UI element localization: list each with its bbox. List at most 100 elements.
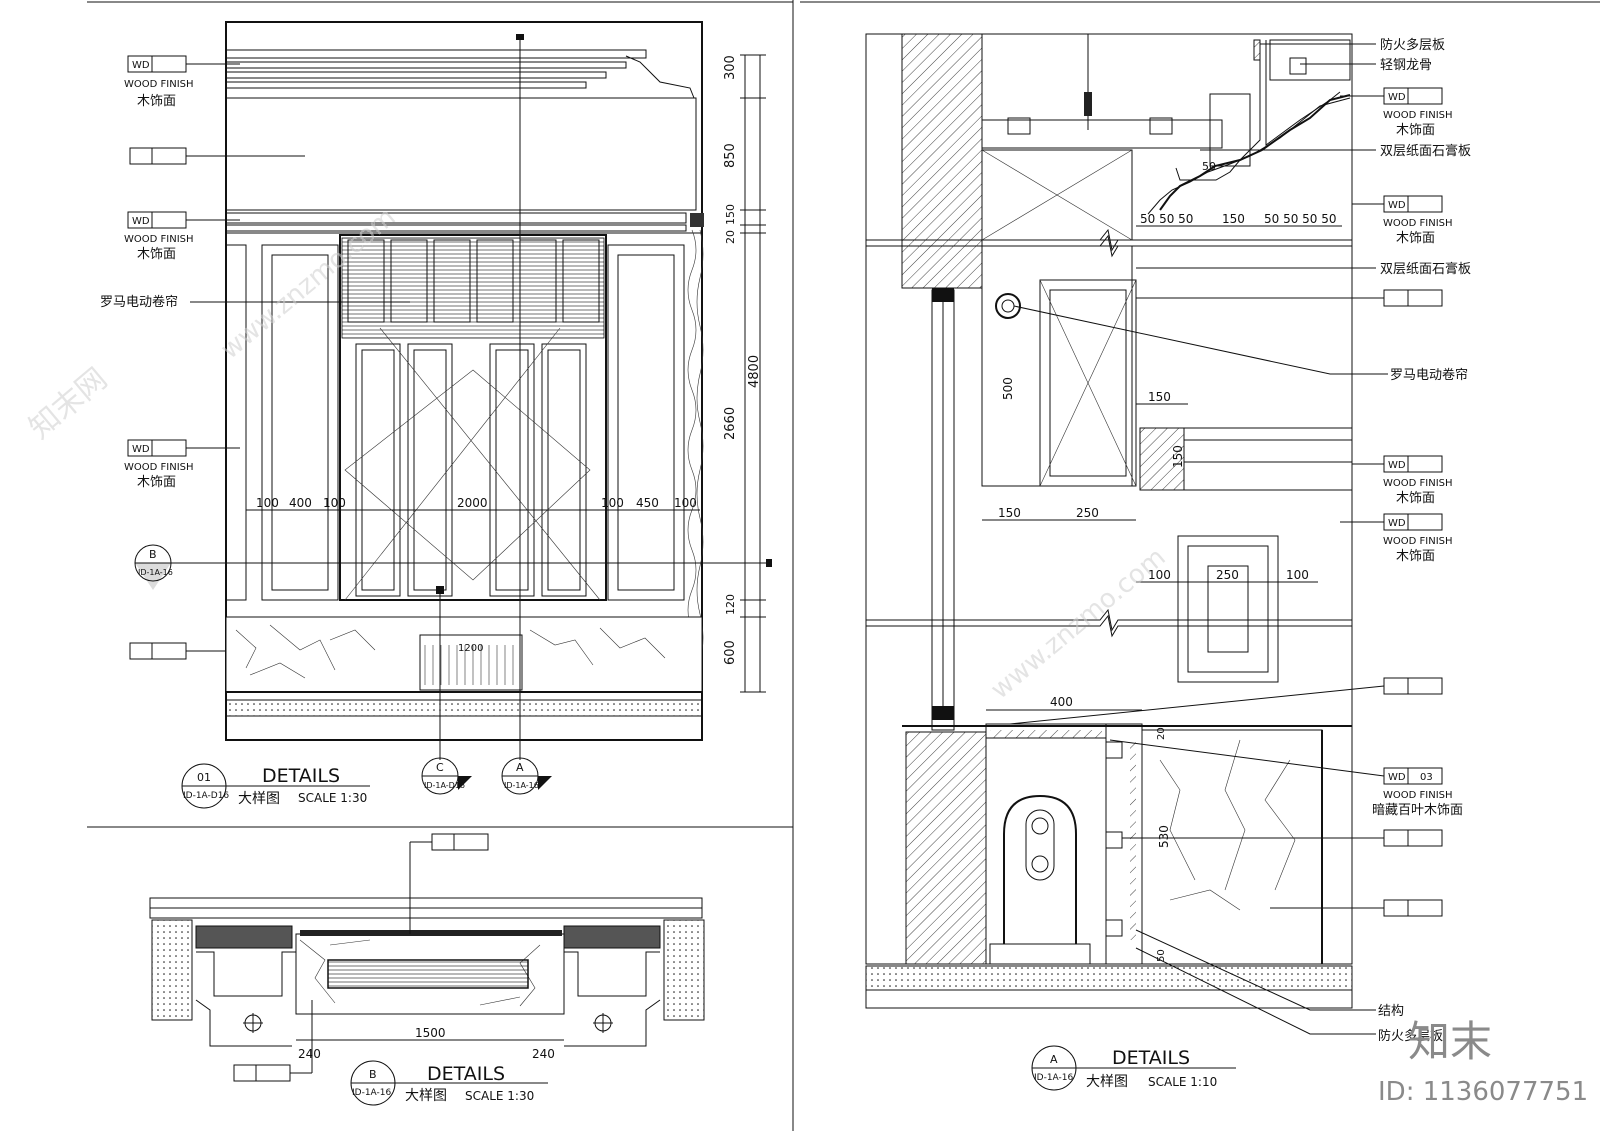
svg-text:SCALE 1:30: SCALE 1:30 [465, 1089, 534, 1103]
svg-text:WOOD FINISH: WOOD FINISH [1383, 478, 1453, 489]
svg-text:轻钢龙骨: 轻钢龙骨 [1380, 58, 1432, 73]
svg-text:WOOD FINISH: WOOD FINISH [1383, 218, 1453, 229]
svg-text:防火多层板: 防火多层板 [1378, 1028, 1443, 1044]
watermark-site-cn: 知末网 [23, 361, 114, 446]
note-structure: 结构 [1135, 929, 1404, 1019]
note-fire-board: 防火多层板 [1260, 37, 1445, 53]
svg-text:ID-1A-D16: ID-1A-D16 [424, 781, 465, 790]
dim-4800: 4800 [747, 355, 762, 388]
dim-a-100b: 100 [1286, 568, 1309, 582]
svg-text:WD: WD [132, 60, 150, 71]
view-title-a: A ID-1A-16 DETAILS 大样图 SCALE 1:10 [1031, 1045, 1236, 1091]
svg-text:WD: WD [132, 216, 150, 227]
svg-text:WD: WD [1388, 92, 1406, 103]
dim-600: 600 [723, 640, 738, 665]
svg-text:B: B [369, 1068, 377, 1081]
svg-text:结构: 结构 [1378, 1004, 1404, 1019]
section-marker-b: B ID-1A-16 [134, 544, 173, 590]
tag-wd-a1: WD WOOD FINISH 木饰面 [1340, 87, 1453, 138]
view-a-title: DETAILS [1112, 1047, 1190, 1069]
tag-wd-1: WD WOOD FINISH 木饰面 [124, 55, 240, 109]
dim-120: 120 [724, 594, 737, 615]
svg-text:SCALE 1:10: SCALE 1:10 [1148, 1075, 1217, 1089]
note-fire-layer: 防火多层板 [1135, 947, 1443, 1044]
tag-blank-a3 [1122, 829, 1443, 847]
dim-a-400: 400 [1050, 695, 1073, 709]
dim-100b: 100 [323, 496, 346, 510]
dim-a-row2: 50 50 50 50 [1264, 212, 1337, 226]
dim-a-50b: 50 [1156, 949, 1167, 962]
watermark-brand: 知末 [1408, 1017, 1492, 1066]
dim-300: 300 [723, 55, 738, 80]
dim-100c: 100 [601, 496, 624, 510]
tag-blank-b2 [233, 1000, 313, 1082]
tag-blank-a4 [1270, 899, 1443, 917]
dim-a-row: 50 50 50 [1140, 212, 1193, 226]
dim-1500: 1500 [415, 1026, 446, 1040]
tag-wd-a3: WD WOOD FINISH 木饰面 [1352, 455, 1453, 506]
watermark-id: ID: 1136077751 [1378, 1077, 1588, 1107]
elevation-01: 300 850 150 20 4800 2660 120 600 100 400… [100, 21, 772, 809]
svg-text:大样图: 大样图 [238, 791, 280, 807]
dim-a-50: 50 [1202, 160, 1216, 173]
svg-text:WOOD FINISH: WOOD FINISH [1383, 790, 1453, 801]
tag-roller-blind: 罗马电动卷帘 [100, 294, 410, 310]
dim-a-500: 500 [1001, 377, 1015, 400]
svg-text:WOOD FINISH: WOOD FINISH [124, 79, 194, 90]
svg-text:罗马电动卷帘: 罗马电动卷帘 [1390, 367, 1468, 383]
svg-text:木饰面: 木饰面 [1396, 549, 1435, 564]
svg-text:A: A [516, 761, 524, 774]
sheet-frame [87, 0, 1600, 1131]
dim-a-150b: 150 [1148, 390, 1171, 404]
dim-2660: 2660 [723, 407, 738, 440]
view-title-b: B ID-1A-16 DETAILS 大样图 SCALE 1:30 [350, 1060, 548, 1106]
dim-a-150: 150 [1222, 212, 1245, 226]
section-a: 50 50 50 50 150 50 50 50 50 500 150 150 … [865, 33, 1471, 1091]
svg-text:罗马电动卷帘: 罗马电动卷帘 [100, 294, 178, 310]
tag-blank-1 [129, 147, 305, 165]
dim-a-150d: 150 [998, 506, 1021, 520]
tag-wd-2: WD WOOD FINISH 木饰面 [124, 211, 240, 262]
note-double-gypsum-2: 双层纸面石膏板 [1136, 261, 1471, 277]
svg-text:WOOD FINISH: WOOD FINISH [124, 462, 194, 473]
plan-b: 1500 240 240 B ID-1A-16 DETAILS 大样图 SCAL… [149, 833, 705, 1106]
svg-text:防火多层板: 防火多层板 [1380, 37, 1445, 53]
svg-text:木饰面: 木饰面 [1396, 123, 1435, 138]
svg-text:ID-1A-D16: ID-1A-D16 [183, 791, 229, 801]
svg-text:WD: WD [1388, 200, 1406, 211]
tag-blank-a1 [1136, 289, 1443, 307]
dim-a-250: 250 [1076, 506, 1099, 520]
svg-text:大样图: 大样图 [405, 1088, 447, 1104]
view-b-title: DETAILS [427, 1063, 505, 1085]
tag-wd03: WD 03 WOOD FINISH 暗藏百叶木饰面 [1109, 739, 1463, 818]
svg-text:大样图: 大样图 [1086, 1074, 1128, 1090]
view-title-01: 01 ID-1A-D16 DETAILS 大样图 SCALE 1:30 [181, 763, 370, 809]
dim-a-250b: 250 [1216, 568, 1239, 582]
tag-wd-a4: WD WOOD FINISH 木饰面 [1340, 513, 1453, 564]
svg-text:双层纸面石膏板: 双层纸面石膏板 [1380, 261, 1471, 277]
tag-wd-3: WD WOOD FINISH 木饰面 [124, 439, 240, 490]
svg-text:WOOD FINISH: WOOD FINISH [1383, 536, 1453, 547]
dim-240a: 240 [298, 1047, 321, 1061]
svg-text:03: 03 [1420, 772, 1433, 783]
dim-a-530: 530 [1157, 825, 1171, 848]
note-steel-keel: 轻钢龙骨 [1300, 58, 1432, 73]
dim-100d: 100 [674, 496, 697, 510]
svg-text:WOOD FINISH: WOOD FINISH [124, 234, 194, 245]
dim-20: 20 [724, 230, 737, 244]
svg-text:ID-1A-16: ID-1A-16 [1034, 1073, 1073, 1083]
svg-text:木饰面: 木饰面 [1396, 491, 1435, 506]
elev-dim-ticks [740, 54, 766, 693]
tag-wd-a2: WD WOOD FINISH 木饰面 [1352, 195, 1453, 246]
svg-text:暗藏百叶木饰面: 暗藏百叶木饰面 [1372, 803, 1463, 818]
note-double-gypsum-1: 双层纸面石膏板 [1200, 143, 1471, 159]
section-marker-c: C ID-1A-D16 [421, 757, 472, 795]
svg-text:木饰面: 木饰面 [137, 247, 176, 262]
svg-text:01: 01 [197, 771, 211, 784]
svg-text:WD: WD [1388, 772, 1406, 783]
dim-150: 150 [724, 204, 737, 225]
dim-100a: 100 [256, 496, 279, 510]
dim-850: 850 [723, 143, 738, 168]
dim-400: 400 [289, 496, 312, 510]
svg-text:A: A [1050, 1053, 1058, 1066]
